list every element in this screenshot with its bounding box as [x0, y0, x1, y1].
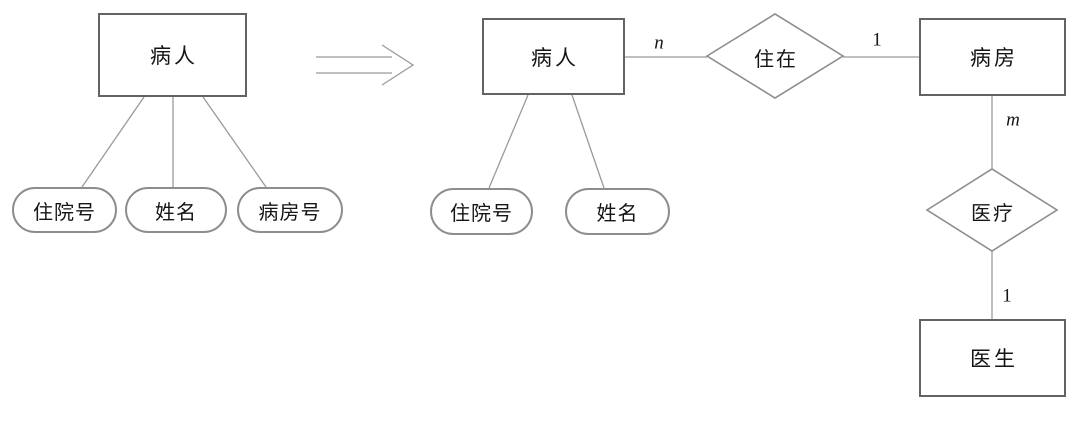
relationship-live-in-diamond	[705, 13, 845, 99]
cardinality-1-doctor-label: 1	[1002, 285, 1012, 307]
cardinality-n-label: n	[654, 32, 664, 54]
transformed-attribute-connectors	[488, 94, 605, 189]
entity-patient-original-label: 病人	[150, 44, 198, 68]
entity-ward-label: 病房	[970, 46, 1018, 70]
attribute-admission-number: 住院号	[430, 188, 533, 235]
relationship-connectors	[625, 56, 993, 319]
entity-patient-label: 病人	[531, 45, 579, 70]
attribute-name: 姓名	[565, 188, 670, 235]
entity-ward: 病房	[919, 18, 1066, 96]
attribute-name-label: 姓名	[596, 203, 639, 225]
attribute-admission-number-original: 住院号	[12, 187, 117, 233]
attribute-name-original: 姓名	[125, 187, 227, 233]
entity-patient: 病人	[482, 18, 625, 95]
entity-doctor: 医生	[919, 319, 1066, 397]
attribute-ward-number-original: 病房号	[237, 187, 343, 233]
transform-arrow-icon	[316, 44, 415, 86]
entity-doctor-label: 医生	[970, 347, 1018, 371]
original-attribute-connectors	[81, 96, 267, 188]
relationship-medical-diamond	[925, 168, 1059, 252]
cardinality-1-ward-label: 1	[872, 29, 882, 51]
attribute-ward-number-original-label: 病房号	[258, 201, 322, 224]
attribute-name-original-label: 姓名	[155, 201, 197, 224]
entity-patient-original: 病人	[98, 13, 247, 97]
cardinality-m-label: m	[1006, 109, 1020, 131]
attribute-admission-number-original-label: 住院号	[33, 201, 96, 224]
attribute-admission-number-label: 住院号	[450, 203, 513, 225]
